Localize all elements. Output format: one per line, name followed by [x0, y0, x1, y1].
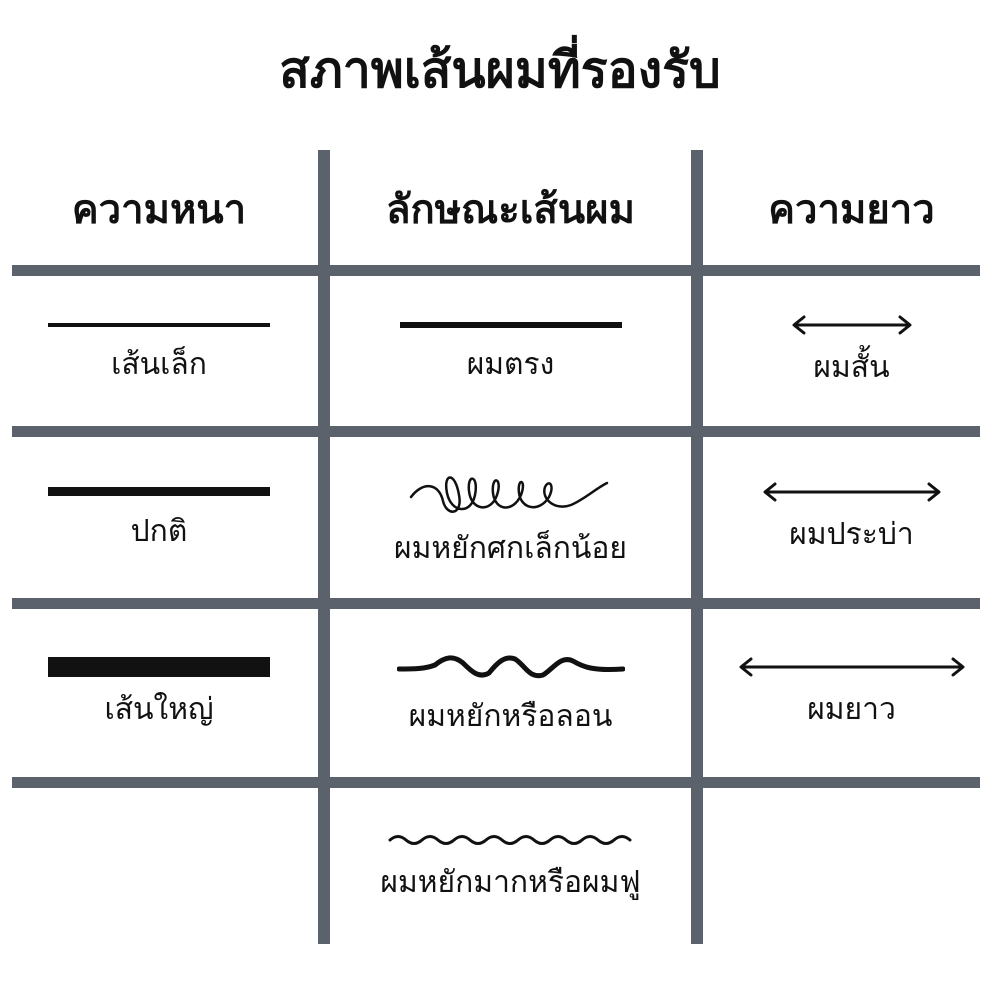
header-thickness: ความหนา	[71, 187, 247, 233]
header-texture: ลักษณะเส้นผม	[386, 187, 635, 233]
texture-cell-slightly-curly: ผมหยักศกเล็กน้อย	[330, 437, 691, 598]
thickness-label-thin: เส้นเล็ก	[111, 347, 207, 382]
texture-cell-straight: ผมตรง	[330, 276, 691, 426]
very-curly-hair-icon	[388, 835, 631, 845]
thickness-cell-normal: ปกติ	[0, 437, 318, 598]
thick-line-icon	[48, 657, 270, 677]
grid-divider-horizontal-3	[12, 598, 980, 609]
length-label-medium: ผมประบ่า	[789, 516, 914, 552]
texture-label-very-curly: ผมหยักมากหรือผมฟู	[380, 865, 641, 900]
grid-divider-horizontal-1	[12, 265, 980, 276]
medium-arrow-icon	[763, 482, 940, 501]
thickness-cell-thick: เส้นใหญ่	[0, 609, 318, 777]
slightly-curly-hair-icon	[409, 475, 608, 513]
short-arrow-icon	[792, 315, 911, 335]
grid-divider-horizontal-2	[12, 426, 980, 437]
length-cell-short: ผมสั้น	[703, 276, 1000, 426]
texture-label-slightly-curly: ผมหยักศกเล็กน้อย	[394, 530, 627, 566]
thickness-label-thick: เส้นใหญ่	[104, 692, 214, 727]
thickness-label-normal: ปกติ	[130, 513, 188, 549]
long-arrow-icon	[739, 657, 964, 677]
header-length: ความยาว	[768, 187, 935, 233]
page-title: สภาพเส้นผมที่รองรับ	[279, 41, 721, 99]
grid-divider-vertical-1	[318, 150, 330, 944]
wavy-hair-icon	[396, 655, 625, 679]
texture-label-wavy: ผมหยักหรือลอน	[408, 699, 613, 734]
length-label-long: ผมยาว	[807, 692, 896, 727]
length-cell-long: ผมยาว	[703, 609, 1000, 777]
thin-line-icon	[48, 323, 270, 327]
grid-divider-vertical-2	[691, 150, 703, 944]
thickness-cell-thin: เส้นเล็ก	[0, 276, 318, 426]
texture-cell-wavy: ผมหยักหรือลอน	[330, 609, 691, 777]
normal-line-icon	[48, 486, 270, 496]
length-cell-medium: ผมประบ่า	[703, 437, 1000, 598]
grid-divider-horizontal-4	[12, 777, 980, 788]
straight-hair-icon	[399, 322, 622, 328]
texture-label-straight: ผมตรง	[466, 347, 555, 382]
length-label-short: ผมสั้น	[813, 350, 890, 385]
texture-cell-very-curly: ผมหยักมากหรือผมฟู	[330, 788, 691, 944]
